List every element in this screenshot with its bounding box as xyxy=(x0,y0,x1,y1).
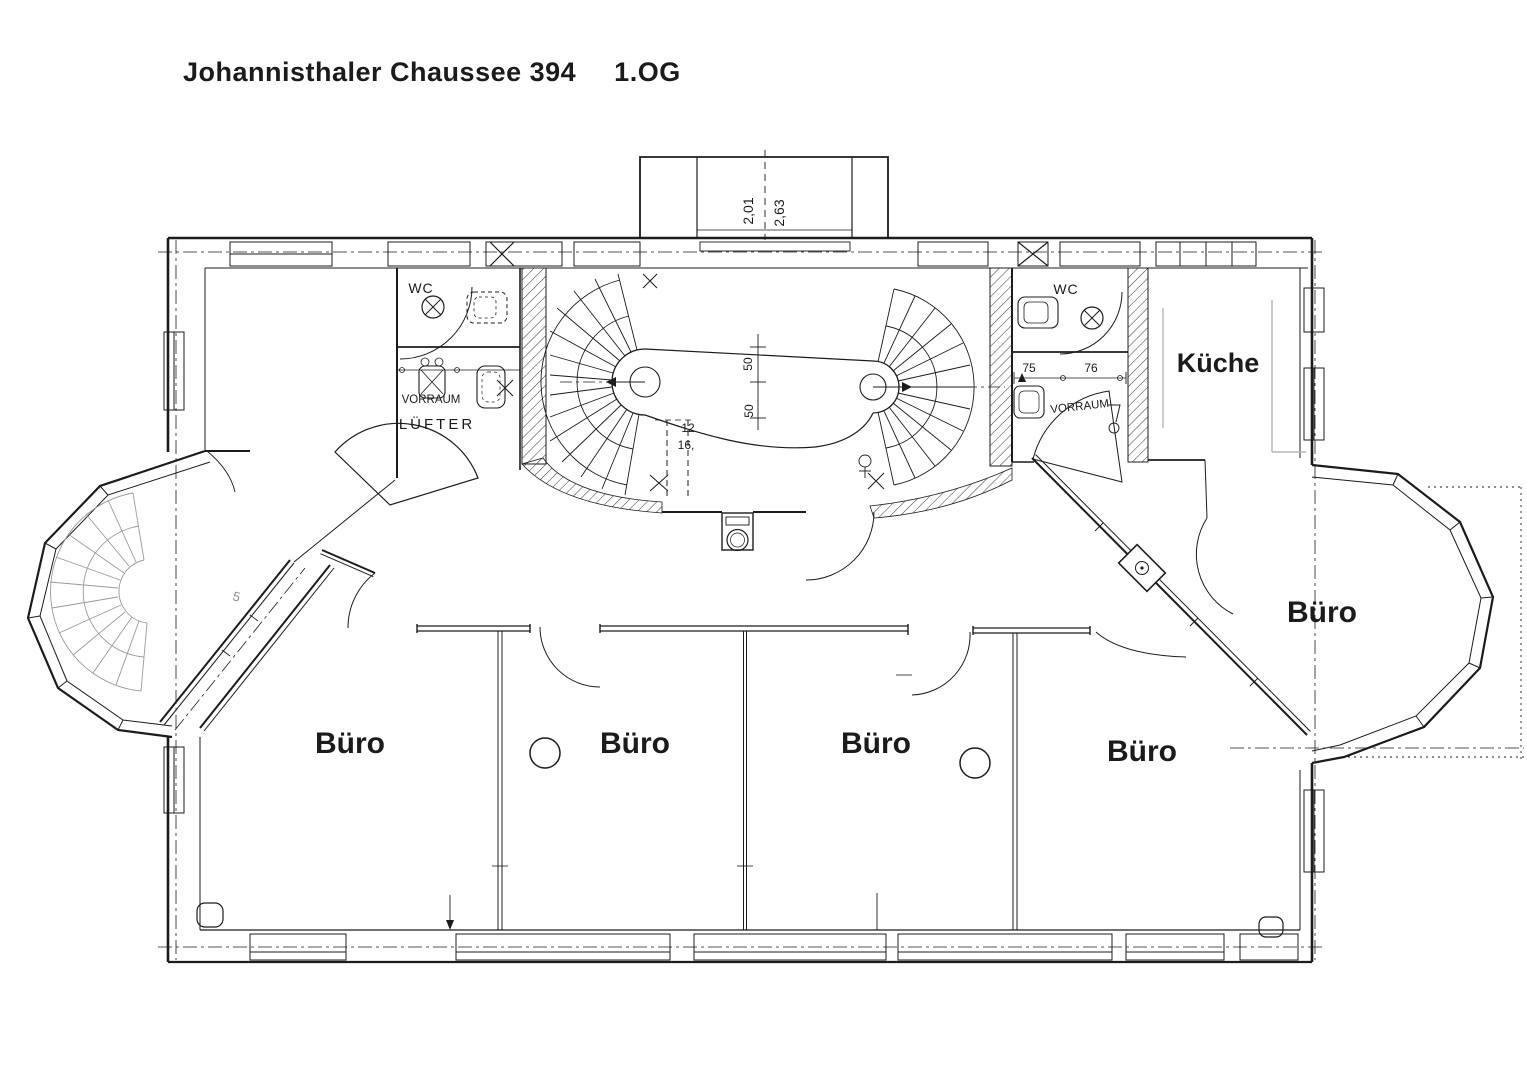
buero2-door-arc xyxy=(539,626,601,688)
room-label-buero-4: Büro xyxy=(1107,735,1177,768)
sink-icon xyxy=(1013,385,1045,419)
room-label-kueche: Küche xyxy=(1177,348,1260,378)
buero4-door-arc xyxy=(1095,631,1187,658)
luefter-wedge xyxy=(334,422,479,506)
bay-door-arc xyxy=(206,450,236,493)
wc-right-door-arc xyxy=(1059,291,1123,355)
room-label-vorraum-right: VORRAUM xyxy=(1050,398,1110,416)
room-label-buero-2: Büro xyxy=(600,727,670,760)
room-label-buero-3: Büro xyxy=(841,727,911,760)
room-label-luefter: LÜFTER xyxy=(399,415,475,433)
hook-symbol xyxy=(1108,404,1121,423)
room-label-buero-bay: Büro xyxy=(1287,596,1357,629)
stair-note-1: 12 xyxy=(681,421,695,435)
corner-fixture xyxy=(196,902,224,928)
outer-walls xyxy=(26,236,1495,964)
main-staircase xyxy=(540,273,1005,500)
wc-left-door-arc xyxy=(399,286,473,360)
lamp-icon xyxy=(421,295,445,319)
column-circle xyxy=(959,747,991,779)
terrace-dotted-lines xyxy=(1348,486,1524,760)
kitchen-door-arc xyxy=(1195,517,1234,615)
buero3-door-arc xyxy=(911,631,971,696)
floor-label: 1.OG xyxy=(614,57,681,87)
left-diagonal-walls xyxy=(159,479,396,732)
dim-wc-right-b: 76 xyxy=(1084,361,1098,375)
toilet-icon xyxy=(1017,296,1059,329)
column-circle xyxy=(529,737,561,769)
wc-left-block xyxy=(205,268,521,506)
dim-balcony-inner: 2,01 xyxy=(740,197,756,224)
stairwell-walls xyxy=(521,267,1149,519)
hall-door-arc xyxy=(805,511,875,581)
right-fan-steps xyxy=(877,288,975,486)
dim-wc-right-a: 75 xyxy=(1022,361,1036,375)
hall-north-structures xyxy=(662,511,875,581)
interior-walls xyxy=(196,624,1284,938)
dim-stair-upper: 50 xyxy=(741,357,755,371)
corner-fixture xyxy=(1258,916,1284,938)
appliance-icon xyxy=(721,512,754,551)
right-diagonal-wall xyxy=(1031,454,1311,736)
left-fan-steps xyxy=(540,273,640,496)
sink-icon xyxy=(418,365,446,399)
wc-right-block xyxy=(1011,268,1128,483)
toilet-icon xyxy=(466,291,508,324)
room-label-wc-right: WC xyxy=(1053,281,1078,297)
room-label-vorraum-left: VORRAUM xyxy=(402,394,461,406)
stair-note-2: 16, xyxy=(678,438,695,452)
dim-stair-lower: 50 xyxy=(742,404,756,418)
address-title: Johannisthaler Chaussee 394 xyxy=(183,57,577,87)
room-label-wc-left: WC xyxy=(408,280,433,296)
drawing-title: Johannisthaler Chaussee 394 1.OG xyxy=(183,57,681,88)
room-label-buero-1: Büro xyxy=(315,727,385,760)
balcony xyxy=(639,150,889,252)
dim-balcony-outer: 2,63 xyxy=(771,199,787,226)
spiral-staircase xyxy=(49,492,148,692)
toilet-icon xyxy=(476,365,506,409)
kitchen xyxy=(1148,300,1306,615)
pencil-mark: 5 xyxy=(231,588,242,604)
lamp-icon xyxy=(1080,306,1104,330)
vorraum-door-sector xyxy=(1032,390,1123,483)
buero1-door-arc xyxy=(347,572,376,629)
wall-axis-lines xyxy=(158,240,1524,960)
